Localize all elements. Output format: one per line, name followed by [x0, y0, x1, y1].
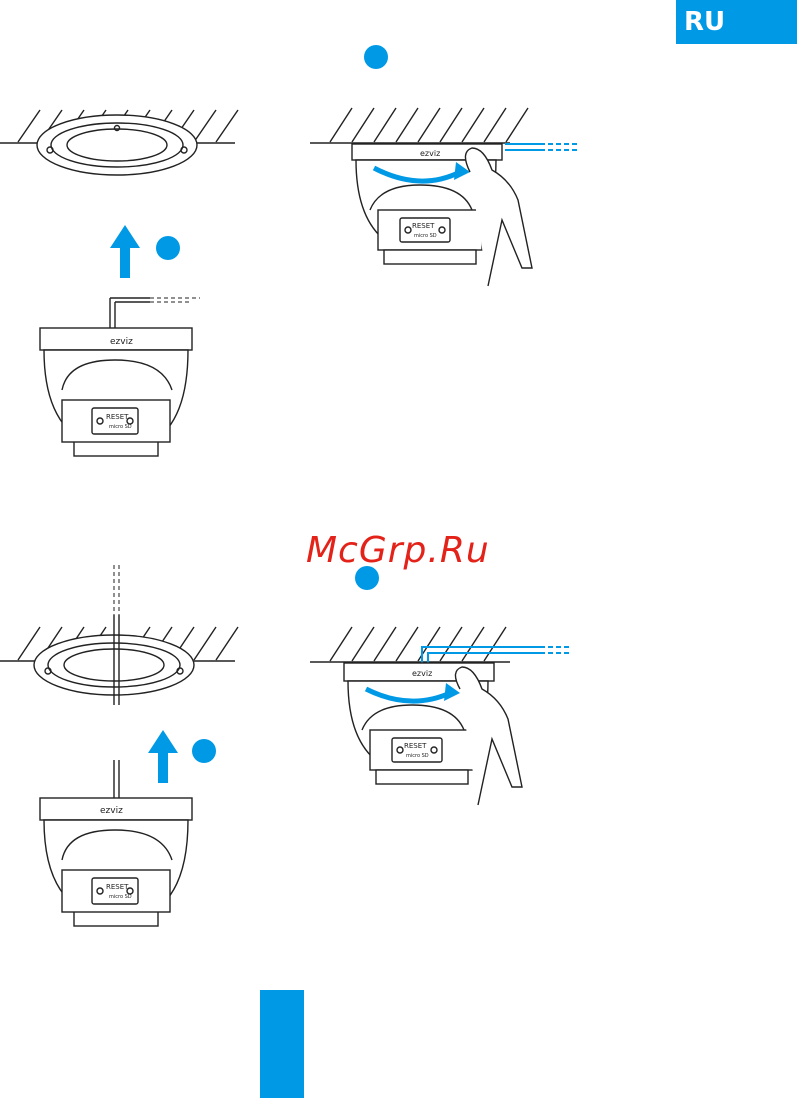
language-badge: RU	[676, 0, 797, 44]
arrow-up-icon	[100, 220, 150, 280]
microsd-label-3: micro SD	[109, 894, 132, 900]
watermark: McGrp.Ru	[306, 530, 490, 571]
camera-twist-illustration-2: ezviz RESET micro SD	[310, 615, 590, 815]
camera-brand-logo: ezviz	[110, 337, 133, 347]
microsd-label-4: micro SD	[406, 753, 429, 759]
step-marker-top	[364, 45, 388, 69]
ceiling-mount-illustration-1	[0, 100, 240, 180]
ceiling-mount-illustration-2	[0, 565, 240, 705]
reset-label-3: RESET	[106, 883, 129, 891]
reset-label: RESET	[106, 413, 129, 421]
page-tab-marker	[260, 990, 304, 1098]
step-marker-left-top	[156, 236, 180, 260]
camera-brand-logo-3: ezviz	[100, 806, 123, 816]
reset-label-4: RESET	[404, 742, 427, 750]
camera-illustration-1: RESET micro SD ezviz	[30, 290, 210, 470]
camera-brand-logo-4: ezviz	[412, 669, 432, 678]
camera-brand-logo-2: ezviz	[420, 149, 440, 158]
microsd-label: micro SD	[109, 424, 132, 430]
camera-twist-illustration-1: ezviz RESET micro SD	[310, 100, 590, 290]
camera-illustration-2: ezviz RESET micro SD	[30, 760, 210, 940]
microsd-label-2: micro SD	[414, 233, 437, 239]
reset-label-2: RESET	[412, 222, 435, 230]
